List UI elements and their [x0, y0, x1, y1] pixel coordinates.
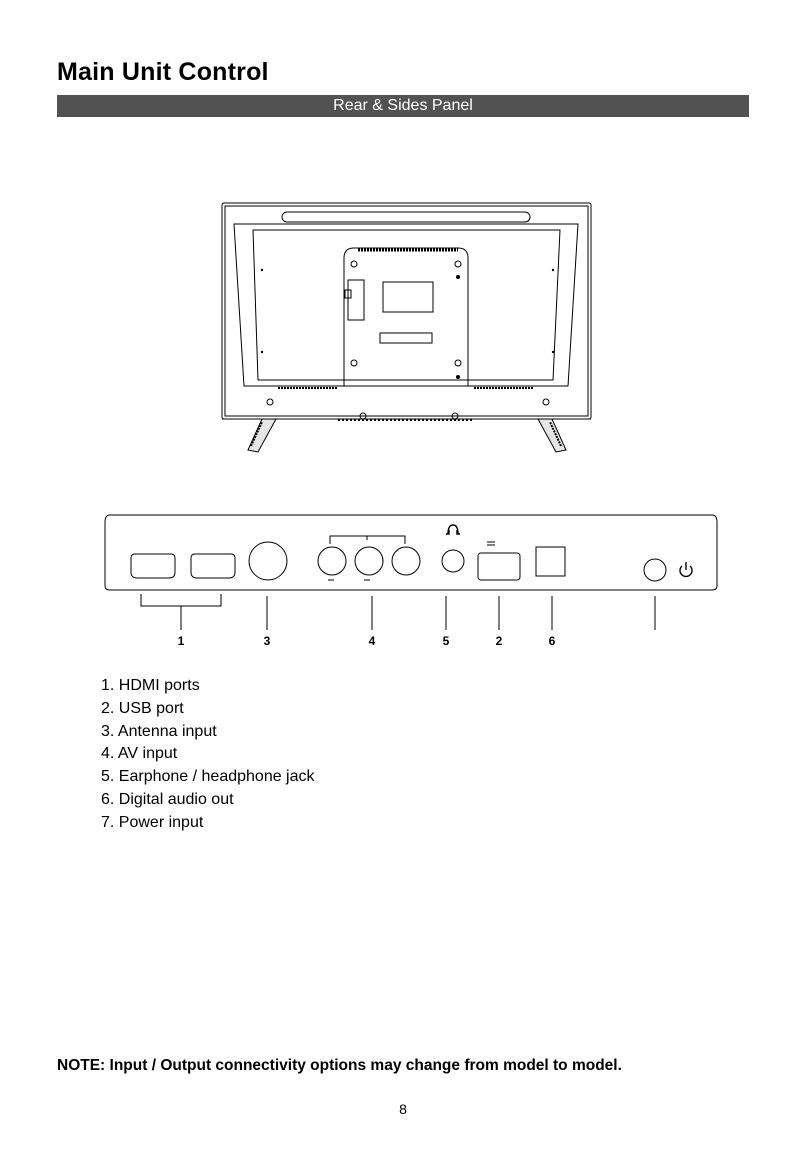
hdmi-callout-bracket	[141, 594, 221, 606]
tv-rear-illustration	[218, 200, 594, 458]
connectivity-note: NOTE: Input / Output connectivity option…	[57, 1057, 622, 1075]
power-port	[644, 559, 666, 581]
tv-bottom-strip	[267, 388, 549, 420]
callout-label: 5	[436, 634, 456, 648]
list-item: 5. Earphone / headphone jack	[101, 766, 315, 789]
list-item: 1. HDMI ports	[101, 675, 315, 698]
headphone-port	[442, 550, 464, 572]
hdmi-port-1	[131, 554, 175, 578]
tv-dots	[261, 269, 554, 353]
tv-frame	[222, 203, 591, 419]
page-title: Main Unit Control	[57, 58, 269, 87]
list-item: 7. Power input	[101, 812, 315, 835]
tv-stand-left	[248, 419, 276, 452]
tv-stand-right	[538, 419, 566, 452]
callout-label: 4	[362, 634, 382, 648]
list-item: 4. AV input	[101, 743, 315, 766]
optical-port	[536, 547, 565, 576]
list-item: 6. Digital audio out	[101, 789, 315, 812]
hdmi-port-2	[191, 554, 235, 578]
headphone-icon	[446, 525, 460, 534]
connector-panel-outline	[105, 515, 717, 590]
power-icon	[680, 562, 692, 576]
antenna-port	[249, 542, 287, 580]
callout-label: 2	[489, 634, 509, 648]
callout-label: 1	[171, 634, 191, 648]
page-number: 8	[0, 1101, 806, 1117]
connector-legend-list: 1. HDMI ports 2. USB port 3. Antenna inp…	[101, 675, 315, 835]
usb-port	[478, 553, 520, 580]
section-banner: Rear & Sides Panel	[57, 95, 749, 117]
connector-panel-diagram	[100, 510, 722, 650]
av-port-3	[392, 547, 420, 575]
av-port-2	[355, 547, 383, 575]
callout-label: 3	[257, 634, 277, 648]
av-port-1	[318, 547, 346, 575]
list-item: 3. Antenna input	[101, 721, 315, 744]
tv-back-panel	[344, 248, 468, 386]
list-item: 2. USB port	[101, 698, 315, 721]
callout-label: 6	[542, 634, 562, 648]
